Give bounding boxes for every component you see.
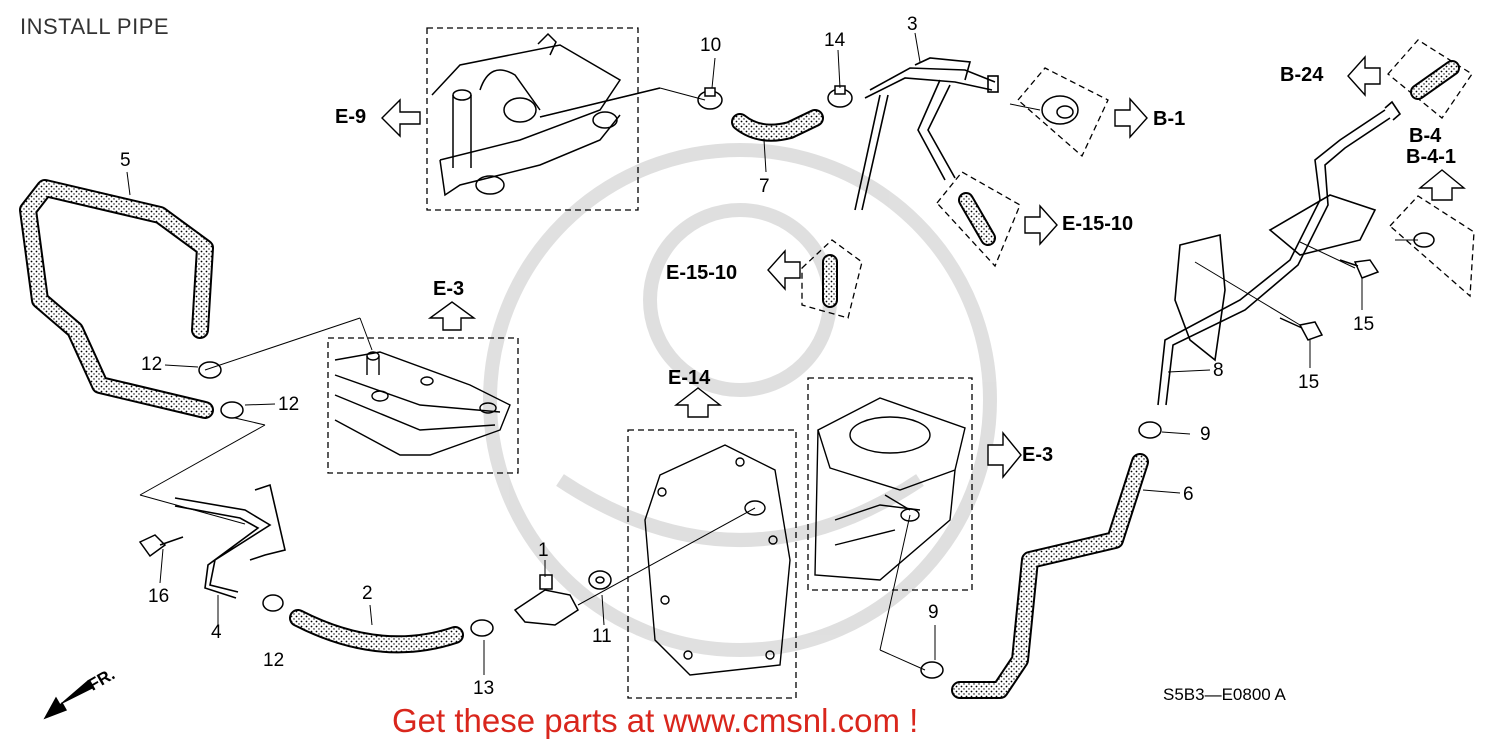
part-label-11: 11 bbox=[592, 626, 612, 647]
clamp-box-e1510-right bbox=[936, 171, 1021, 268]
bolt-15a bbox=[1339, 259, 1380, 279]
hose-6 bbox=[951, 453, 1149, 699]
cover-plate-drawing bbox=[644, 444, 791, 676]
arrow-fr bbox=[43, 679, 93, 720]
clamp-13 bbox=[470, 619, 494, 637]
clamp-box-e1510-left bbox=[801, 239, 863, 319]
clamp-box-b4 bbox=[1389, 195, 1475, 298]
ref-b41: B-4-1 bbox=[1406, 146, 1457, 168]
part-label-8: 8 bbox=[1213, 360, 1224, 381]
part-label-10: 10 bbox=[700, 35, 722, 56]
head-cover-box bbox=[426, 27, 639, 211]
throttle-body-drawing bbox=[814, 397, 966, 581]
ref-e3a: E-3 bbox=[433, 278, 465, 300]
arrow-b24 bbox=[1347, 55, 1381, 97]
part-label-9a: 9 bbox=[1200, 424, 1211, 445]
part-label-4: 4 bbox=[211, 622, 222, 643]
leader-lines bbox=[126, 32, 1418, 675]
part-label-5: 5 bbox=[120, 150, 131, 171]
part-label-9b: 9 bbox=[928, 602, 939, 623]
intake-drawing bbox=[334, 351, 511, 456]
clamp-9b bbox=[920, 661, 944, 679]
clamp-12a bbox=[198, 361, 222, 379]
diagram-code: S5B3—E0800 A bbox=[1163, 685, 1286, 704]
clamp-10 bbox=[697, 87, 723, 110]
part-label-2: 2 bbox=[362, 583, 373, 604]
reference-arrows bbox=[43, 55, 1466, 720]
ref-b4: B-4 bbox=[1409, 125, 1442, 147]
ref-e1510b: E-15-10 bbox=[1062, 213, 1134, 235]
ref-e9: E-9 bbox=[335, 106, 367, 128]
part-label-3: 3 bbox=[907, 14, 918, 35]
footer-link-text[interactable]: Get these parts at www.cmsnl.com ! bbox=[392, 702, 919, 739]
arrow-e1510a bbox=[767, 249, 801, 291]
part-label-13: 13 bbox=[473, 678, 495, 699]
part-label-12c: 12 bbox=[263, 650, 285, 671]
arrow-b4 bbox=[1418, 169, 1466, 201]
watermark-logo bbox=[483, 143, 997, 657]
ref-e14: E-14 bbox=[668, 367, 711, 389]
detail-boxes bbox=[327, 27, 1475, 699]
washer-11 bbox=[588, 570, 612, 590]
arrow-e1510b bbox=[1024, 204, 1058, 246]
ref-b1: B-1 bbox=[1153, 108, 1186, 130]
arrow-e3a bbox=[427, 301, 477, 331]
bolt-15b bbox=[1279, 317, 1324, 341]
intake-box bbox=[327, 337, 519, 474]
part-label-15a: 15 bbox=[1353, 314, 1375, 335]
grommet bbox=[1041, 95, 1079, 125]
page-title: INSTALL PIPE bbox=[20, 14, 170, 39]
clamps bbox=[138, 85, 1435, 679]
clamp-12c bbox=[262, 594, 284, 612]
part-label-7: 7 bbox=[759, 176, 770, 197]
part-label-16: 16 bbox=[148, 586, 170, 607]
cover-plate-box bbox=[627, 429, 797, 699]
grommet-box bbox=[1017, 67, 1109, 158]
ref-e1510a: E-15-10 bbox=[666, 262, 738, 284]
part-label-15b: 15 bbox=[1298, 372, 1320, 393]
arrow-e3b bbox=[987, 431, 1022, 479]
arrow-e14 bbox=[673, 387, 723, 418]
bolt-16 bbox=[138, 534, 184, 558]
part-label-12b: 12 bbox=[278, 394, 300, 415]
part-label-1: 1 bbox=[538, 540, 549, 561]
throttle-body-box bbox=[807, 377, 973, 591]
ref-b24: B-24 bbox=[1280, 64, 1324, 86]
part-label-12a: 12 bbox=[141, 354, 163, 375]
ref-e3b: E-3 bbox=[1022, 444, 1054, 466]
arrow-b1 bbox=[1114, 97, 1148, 139]
pipes bbox=[174, 57, 1402, 599]
clamp-14 bbox=[827, 85, 853, 108]
clamp-box-b24 bbox=[1387, 39, 1473, 119]
clamp-9a bbox=[1138, 421, 1162, 439]
arrow-e9 bbox=[381, 98, 421, 138]
pcv-valve-1 bbox=[513, 574, 579, 626]
part-label-14: 14 bbox=[824, 30, 846, 51]
part-label-6: 6 bbox=[1183, 484, 1194, 505]
clamp-12b bbox=[220, 401, 244, 419]
hoses bbox=[19, 60, 1460, 699]
